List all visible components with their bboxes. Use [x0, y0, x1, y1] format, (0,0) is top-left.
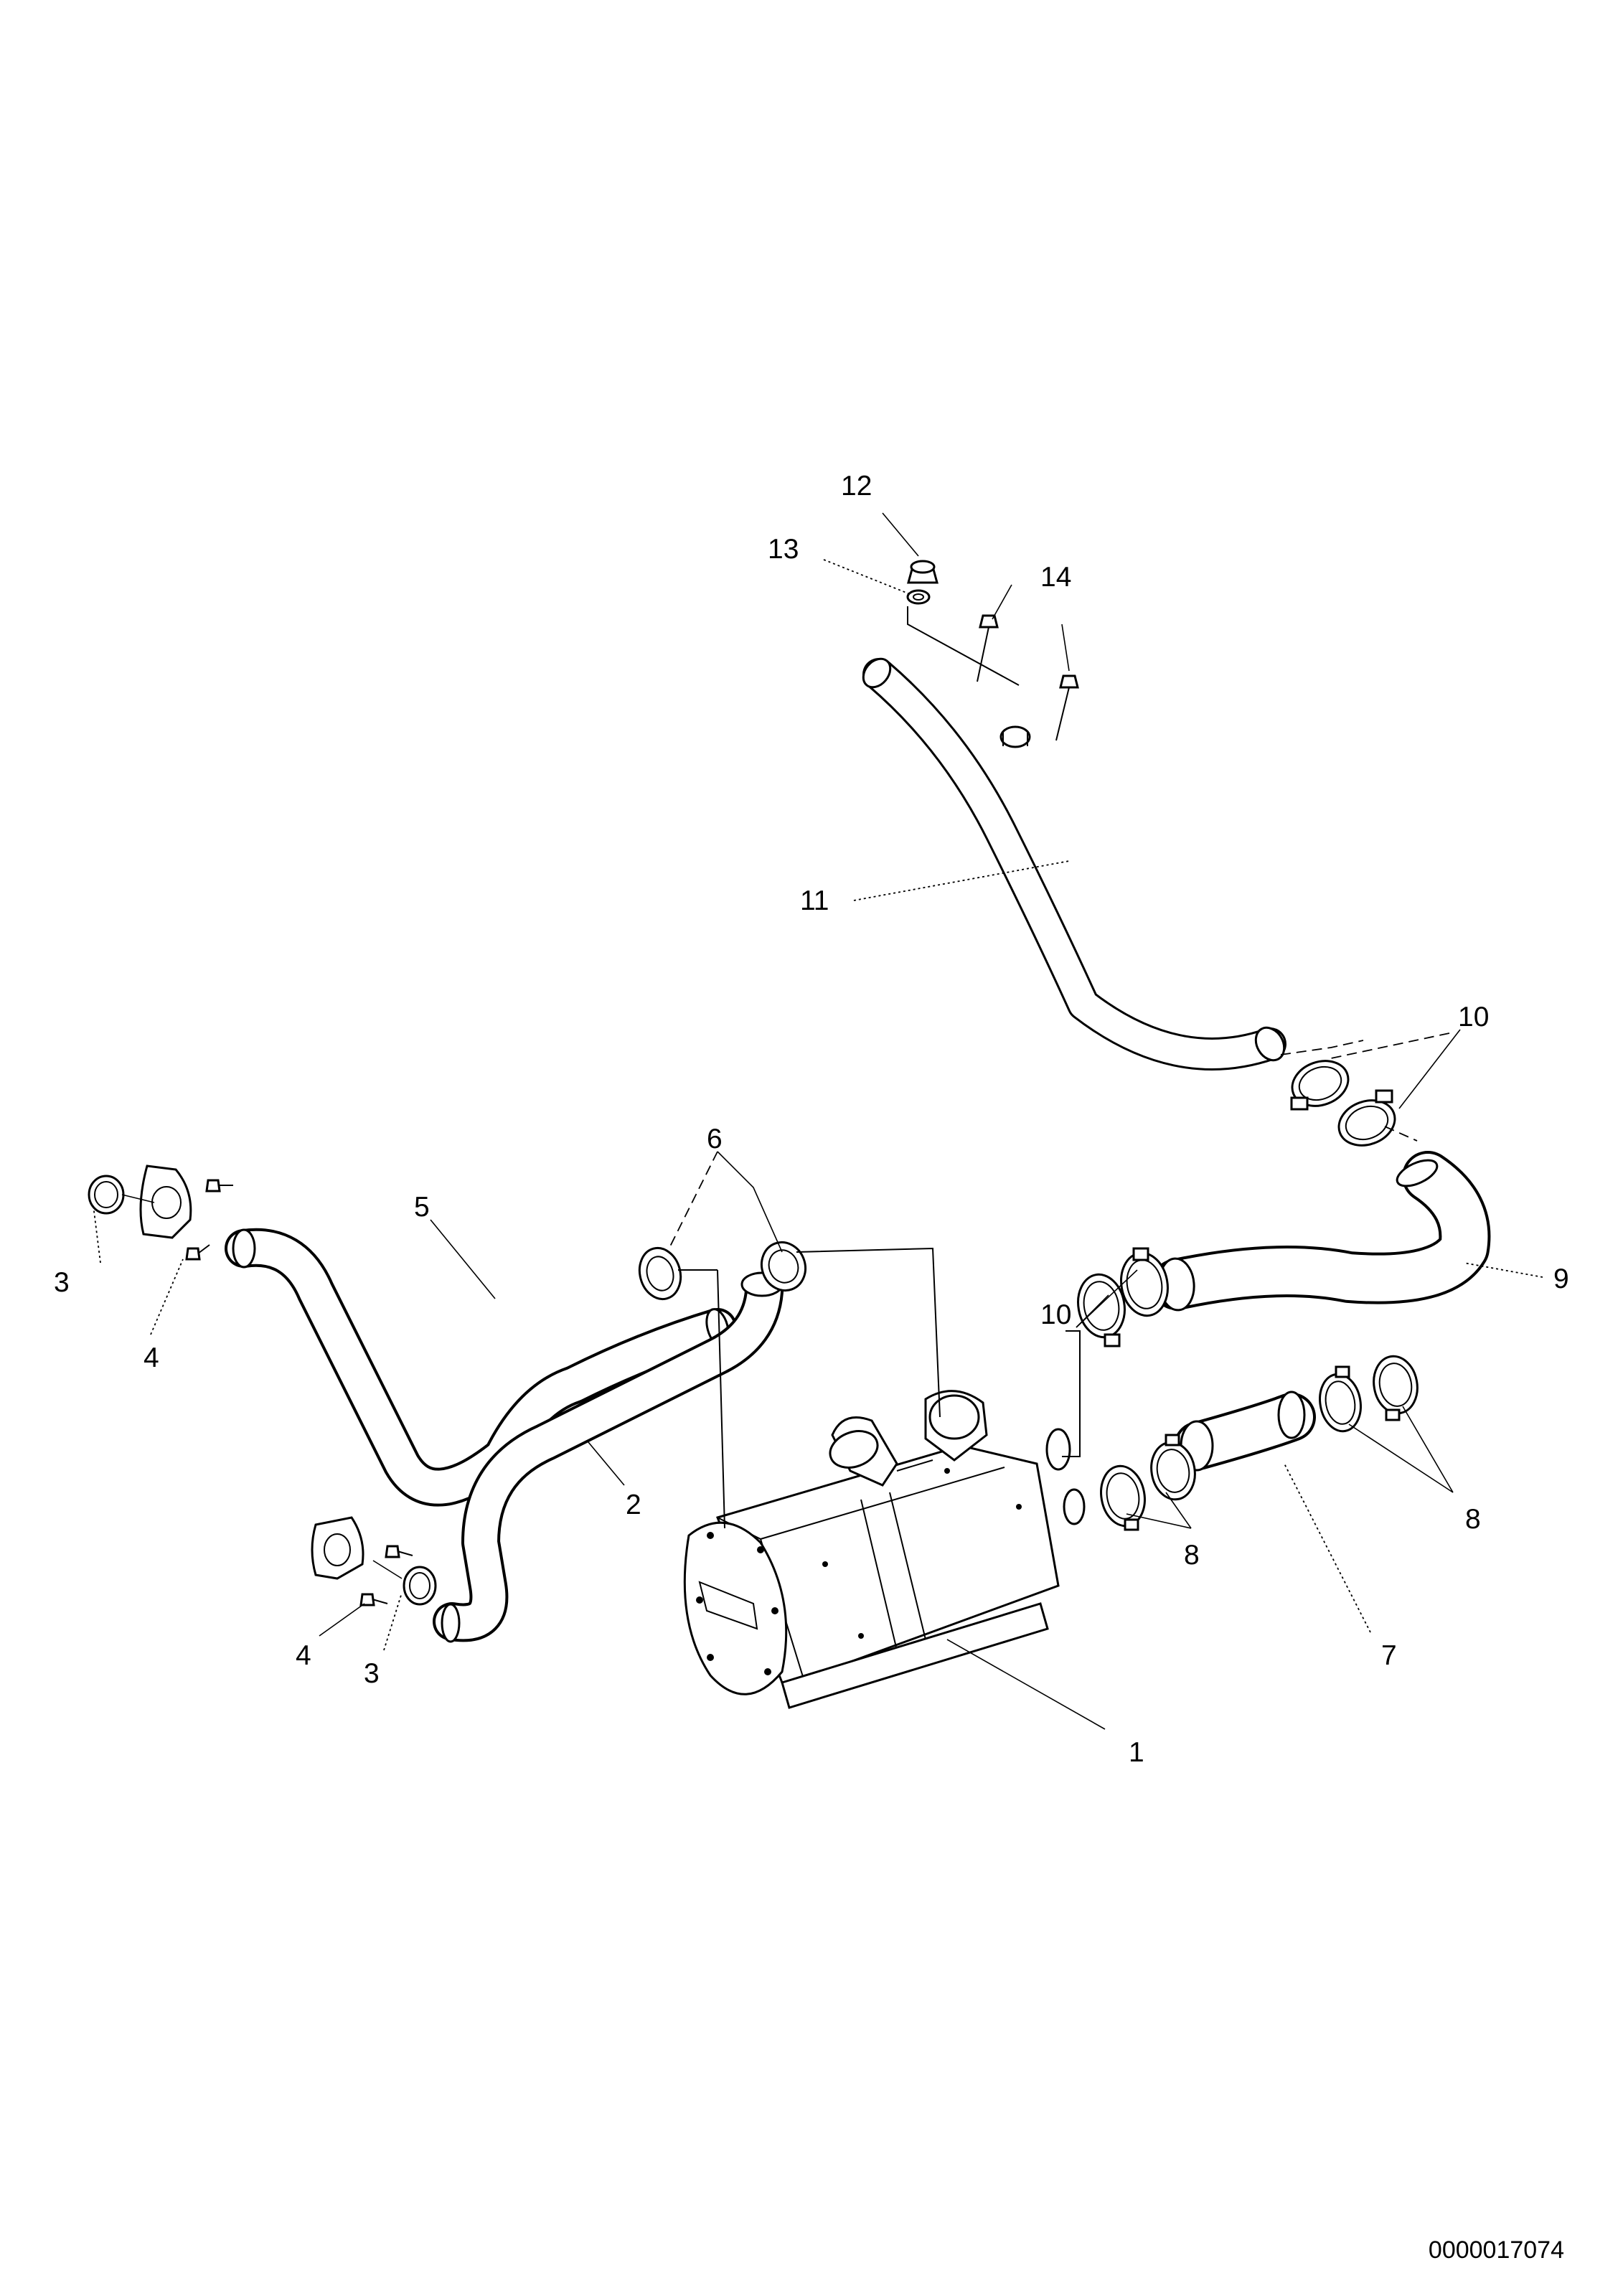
callout-12: 12 — [841, 471, 872, 502]
part-7-short-hose — [1174, 1391, 1316, 1472]
callout-4-bottom: 4 — [296, 1640, 311, 1671]
callout-2: 2 — [626, 1490, 641, 1520]
callout-1: 1 — [1129, 1737, 1144, 1768]
callout-10-mid: 10 — [1040, 1299, 1071, 1330]
callout-9: 9 — [1553, 1264, 1569, 1294]
flange-left — [139, 1165, 192, 1239]
part-6-ring-left — [638, 1246, 682, 1301]
callout-11: 11 — [800, 885, 829, 916]
part-10-clamp-upper-a — [1290, 1060, 1350, 1111]
callout-10-top: 10 — [1458, 1002, 1489, 1032]
part-4-bolts-bottom — [359, 1545, 413, 1606]
callout-3-bottom: 3 — [364, 1658, 380, 1689]
part-1-housing — [683, 1390, 1086, 1709]
callout-8-right: 8 — [1465, 1504, 1481, 1535]
part-13-washer — [906, 589, 931, 605]
flange-bottom — [311, 1516, 364, 1580]
callout-7: 7 — [1381, 1640, 1397, 1671]
part-4-bolts-left — [185, 1179, 233, 1261]
assembly-lines — [121, 606, 1418, 1579]
part-10-clamp-mid-a — [1077, 1273, 1126, 1347]
callout-3-left: 3 — [54, 1267, 70, 1298]
part-2-hose — [433, 1271, 784, 1643]
callout-14: 14 — [1040, 562, 1071, 593]
part-6-ring-right — [761, 1241, 806, 1292]
callout-13: 13 — [768, 534, 799, 565]
callout-5: 5 — [414, 1192, 430, 1223]
part-8-clamp-c2 — [1150, 1434, 1196, 1501]
part-14-screws — [977, 614, 1079, 741]
leader-lines — [93, 512, 1543, 1730]
callout-6: 6 — [707, 1124, 723, 1154]
part-12-cap — [907, 560, 938, 584]
part-8-clamp-r2 — [1373, 1355, 1419, 1421]
callout-labels: 12 13 14 11 10 10 9 6 5 3 4 2 8 8 7 4 3 … — [54, 471, 1569, 1768]
part-10-clamp-upper-b — [1337, 1089, 1396, 1147]
document-number: 0000017074 — [1429, 2236, 1564, 2264]
part-11-upper-pipe — [862, 657, 1286, 1071]
part-8-clamp-c1 — [1100, 1464, 1146, 1531]
callout-8-center: 8 — [1184, 1540, 1200, 1571]
part-3-oring-bottom — [403, 1566, 437, 1606]
housing-bolt-heads — [696, 1468, 1022, 1675]
callout-4-left: 4 — [144, 1342, 159, 1373]
part-9-right-hose — [1151, 1151, 1491, 1312]
part-8-clamp-r1 — [1319, 1365, 1362, 1433]
